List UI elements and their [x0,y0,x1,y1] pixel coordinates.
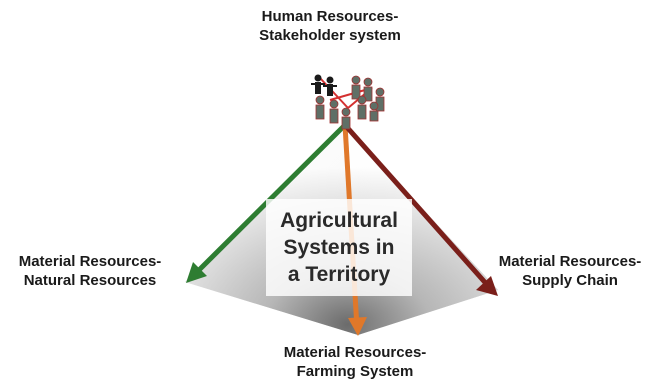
center-title-line: Systems in [283,236,395,259]
node-label-line: Supply Chain [522,272,618,289]
arrow-to-supply-chain [343,123,498,296]
node-label-farming-system: Material Resources- Farming System [255,343,455,381]
node-label-line: Material Resources- [18,253,162,270]
center-title-box: Agricultural Systems in a Territory [266,199,412,296]
node-label-line: Stakeholder system [259,27,401,44]
node-label-line: Material Resources- [498,253,642,270]
center-title-line: Agricultural [280,209,398,232]
stakeholder-people-icon [311,74,385,130]
node-label-line: Farming System [296,363,414,380]
node-label-line: Human Resources- [261,8,399,25]
node-label-natural-resources: Material Resources- Natural Resources [0,252,180,290]
node-label-supply-chain: Material Resources- Supply Chain [480,252,660,290]
node-label-line: Natural Resources [23,272,157,289]
node-label-stakeholder-system: Human Resources- Stakeholder system [230,7,430,45]
node-label-line: Material Resources- [283,344,427,361]
center-title-line: a Territory [287,263,391,286]
